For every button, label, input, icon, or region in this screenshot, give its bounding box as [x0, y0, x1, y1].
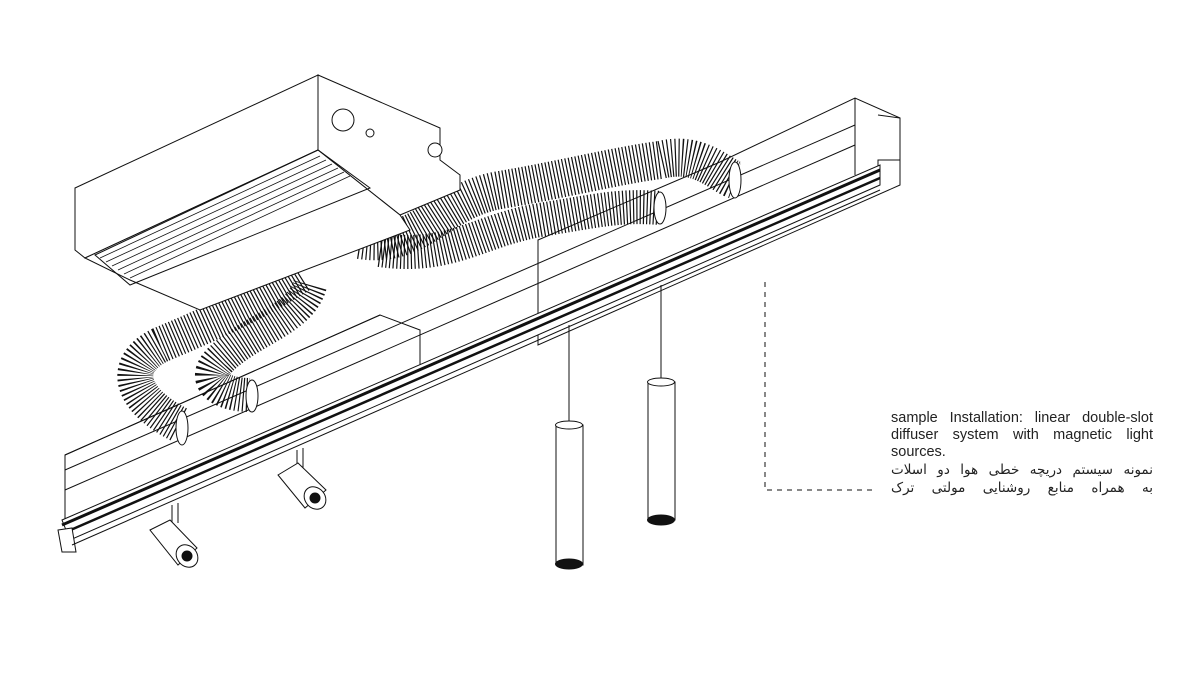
caption-persian-line2: به همراه منابع روشنایی مولتی ترک	[891, 480, 1153, 496]
pendant-light-2	[647, 285, 676, 526]
caption: sample Installation: linear double-slot …	[891, 410, 1153, 497]
flexible-ducts	[117, 138, 743, 446]
spotlight-2	[277, 448, 327, 510]
leader-line	[764, 282, 877, 491]
pendant-light-1	[555, 325, 584, 570]
spotlight-1	[149, 503, 199, 568]
caption-english: sample Installation: linear double-slot …	[891, 410, 1153, 460]
linear-diffuser-rail	[57, 124, 881, 553]
caption-persian-line1: نمونه سیستم دریچه خطی هوا دو اسلات	[891, 462, 1153, 478]
fan-coil-unit	[74, 74, 461, 311]
